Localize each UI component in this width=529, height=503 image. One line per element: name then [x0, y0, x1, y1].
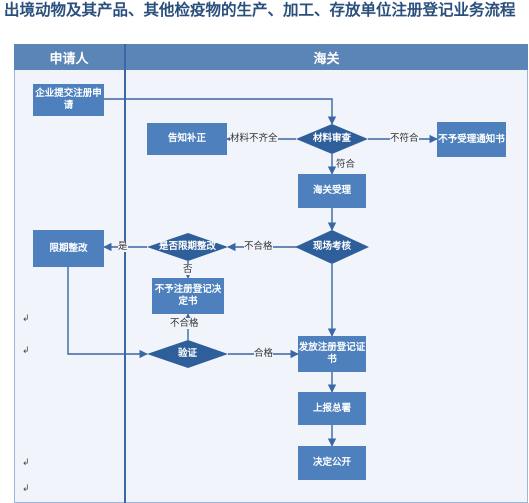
issue-certificate-box: 发放注册登记证书 — [298, 336, 366, 372]
lane-divider — [124, 44, 126, 503]
review-diamond-label: 材料审查 — [312, 133, 351, 144]
review-diamond — [296, 124, 368, 154]
edge-label-verify-pass: 合格 — [254, 348, 274, 359]
submit-application-box: 企业提交注册申请 — [33, 84, 104, 116]
paragraph-mark: ↲ — [22, 346, 30, 356]
paragraph-mark: ↲ — [22, 458, 30, 468]
page-title: 出境动物及其产品、其他检疫物的生产、加工、存放单位注册登记业务流程 — [4, 1, 516, 19]
verify-diamond-label: 验证 — [177, 348, 197, 359]
rectify-box: 限期整改 — [33, 230, 104, 267]
verify-diamond — [147, 340, 228, 368]
customs-accept-box: 海关受理 — [298, 174, 366, 208]
deadline-diamond — [147, 233, 228, 261]
paragraph-mark: ↲ — [22, 484, 30, 494]
report-headquarters-box: 上报总署 — [298, 392, 366, 425]
edge-label-verify-fail: 不合格 — [170, 318, 199, 329]
edge-label-compliant: 符合 — [336, 159, 356, 170]
inspect-diamond — [295, 230, 369, 264]
inspect-diamond-label: 现场考核 — [312, 241, 351, 252]
notify-correction-box: 告知补正 — [147, 123, 227, 155]
rejection-notice-box: 不予受理通知书 — [437, 122, 506, 157]
edge-label-yes: 是 — [118, 241, 128, 252]
lane-header-applicant: 申请人 — [14, 44, 125, 70]
edge-label-noncompliant: 不符合 — [390, 133, 419, 144]
swimlane-frame — [14, 44, 528, 503]
edge-label-fail: 不合格 — [244, 241, 273, 252]
edge-label-incomplete: 材料不齐全 — [230, 133, 278, 144]
deadline-diamond-label: 是否限期整改 — [158, 241, 216, 252]
lane-header-customs: 海关 — [125, 44, 528, 70]
publish-decision-box: 决定公开 — [298, 446, 366, 480]
paragraph-mark: ↲ — [22, 314, 30, 324]
edge-label-no: 否 — [183, 264, 193, 275]
no-registration-decision-box: 不予注册登记决定书 — [152, 278, 224, 314]
